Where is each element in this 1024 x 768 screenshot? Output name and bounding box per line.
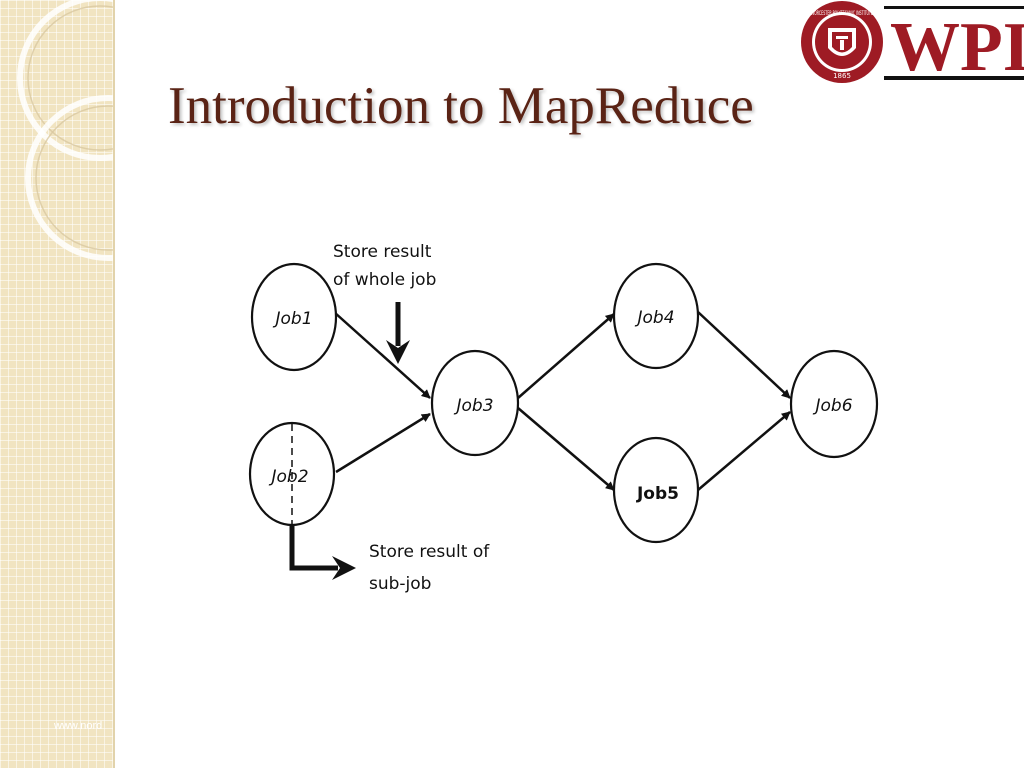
seal-text: WORCESTER POLYTECHNIC INSTITUTE — [811, 10, 873, 17]
logo-overline — [884, 6, 1024, 9]
node-job3: Job3 — [430, 349, 520, 457]
slide-title: Introduction to MapReduce — [168, 77, 754, 135]
node-label: Job6 — [812, 396, 852, 416]
edge-job3-job4 — [517, 313, 615, 399]
wpi-seal-icon: WORCESTER POLYTECHNIC INSTITUTE 1865 — [801, 1, 883, 83]
annotation-sub-job-line1: Store result of — [369, 542, 490, 562]
store-whole-job-arrow — [386, 302, 410, 364]
edge-job3-job5 — [517, 407, 615, 491]
node-label: Job5 — [636, 484, 679, 504]
store-sub-job-arrow — [289, 524, 356, 580]
node-label: Job1 — [272, 309, 312, 329]
decorative-rings — [17, 0, 113, 261]
node-job5: Job5 — [612, 436, 700, 544]
wpi-wordmark: WPI — [890, 9, 1024, 86]
annotation-sub-job-line2: sub-job — [369, 574, 431, 594]
node-label: Job3 — [453, 396, 493, 416]
node-label: Job4 — [634, 308, 674, 328]
edge-job1-job3 — [333, 311, 431, 399]
logo-underline — [884, 76, 1024, 80]
edge-job5-job6 — [697, 411, 791, 491]
strip-divider — [113, 0, 115, 768]
node-job4: Job4 — [612, 262, 700, 370]
seal-year: 1865 — [833, 72, 851, 80]
edge-job4-job6 — [697, 311, 791, 399]
decorative-side-strip: www.nord — [0, 0, 113, 768]
node-label: Job2 — [268, 467, 308, 487]
wpi-logo: WORCESTER POLYTECHNIC INSTITUTE 1865 WPI — [801, 1, 1024, 86]
annotation-whole-job-line2: of whole job — [333, 270, 436, 290]
node-job6: Job6 — [789, 349, 879, 459]
annotation-whole-job-line1: Store result — [333, 242, 432, 262]
node-job1: Job1 — [250, 262, 338, 372]
edge-job2-job3 — [335, 412, 431, 474]
footer-url: www.nord — [54, 720, 103, 732]
